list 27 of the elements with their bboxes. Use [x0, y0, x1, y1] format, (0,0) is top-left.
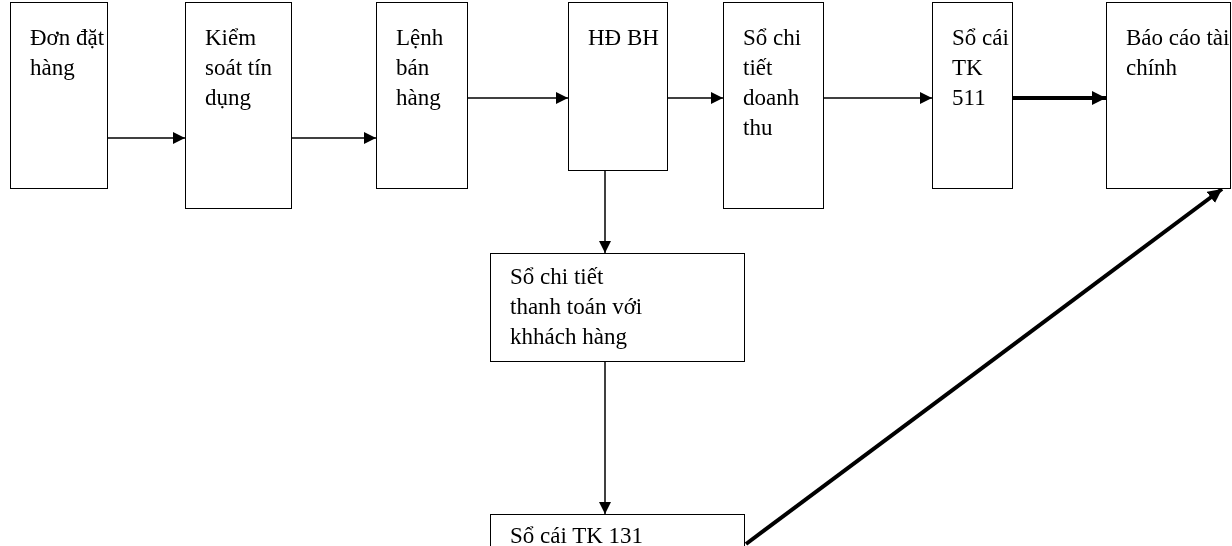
- box-label: Kiểm soát tín dụng: [205, 24, 274, 112]
- box-label: Sổ cái TK 131: [510, 522, 645, 546]
- box-label: Báo cáo tài chính: [1126, 24, 1230, 82]
- process-box: [490, 514, 745, 546]
- arrow: [1013, 91, 1106, 105]
- process-box: [932, 2, 1013, 189]
- process-box: [376, 2, 468, 189]
- box-label: Lệnh bán hàng: [396, 24, 445, 112]
- process-box: [723, 2, 824, 209]
- arrow: [599, 361, 611, 515]
- box-label: Sổ cái TK 511: [952, 24, 1010, 112]
- process-box: [185, 2, 292, 209]
- process-box: [1106, 2, 1231, 189]
- arrow: [291, 132, 377, 144]
- process-box: [568, 2, 668, 171]
- box-label: HĐ BH: [588, 24, 660, 52]
- arrow: [599, 170, 611, 254]
- arrow: [467, 92, 569, 104]
- arrow: [107, 132, 186, 144]
- box-label: Sổ chi tiết doanh thu: [743, 24, 803, 142]
- arrow: [823, 92, 933, 104]
- box-label: Đơn đặt hàng: [30, 24, 106, 82]
- arrow: [744, 187, 1224, 546]
- box-label: Sổ chi tiết thanh toán với khhách hàng: [510, 263, 644, 351]
- process-box: [10, 2, 108, 189]
- process-box: [490, 253, 745, 362]
- arrow: [667, 92, 724, 104]
